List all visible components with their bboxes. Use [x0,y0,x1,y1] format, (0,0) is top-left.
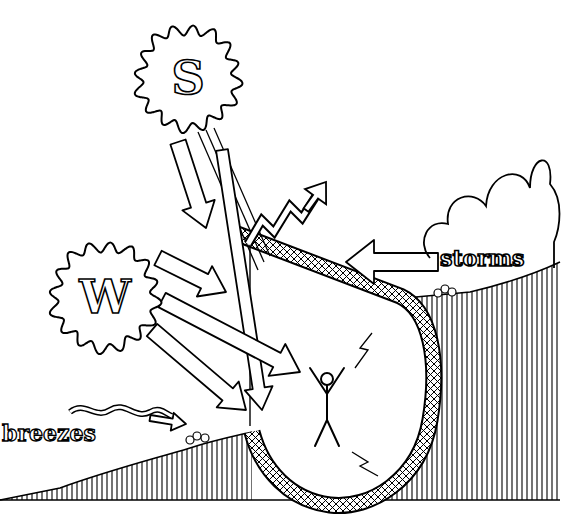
bushes [186,285,456,444]
winter-sun-arrow [154,251,226,297]
bush [448,288,456,296]
winter-sun-arrow [147,324,246,410]
cloud-outline [424,160,560,268]
annotation-label: breezes [2,422,96,444]
bush [201,434,209,442]
breeze-arrow-shaft-outline [70,407,172,416]
reflection-arrow-head [304,182,327,212]
breeze-arrow-shaft [70,407,172,416]
person-head [321,373,333,385]
person-arms [310,368,344,394]
person-figure [310,368,344,446]
storm-cloud: storms [418,150,560,300]
person-legs [315,420,339,446]
sun-letter: W [79,274,131,320]
person-body [326,385,328,420]
reflection-arrow-outline [248,196,316,244]
summer-sun-arrow [216,149,272,410]
sun-outline [135,26,243,134]
lightning-mark [355,333,372,368]
summer-sun: S [133,23,243,133]
reflection-arrow [248,196,316,244]
arrows [147,140,438,431]
lightning-mark [352,452,378,476]
base-line [0,499,560,501]
bush [193,432,201,440]
winter-sun: W [48,240,162,354]
summer-sun-arrow [170,140,214,229]
sun-outline [50,243,162,354]
node-label: storms [440,247,524,269]
lightning-marks [352,333,378,476]
sun-letter: S [171,55,204,101]
storm-cloud-outline [418,150,560,300]
